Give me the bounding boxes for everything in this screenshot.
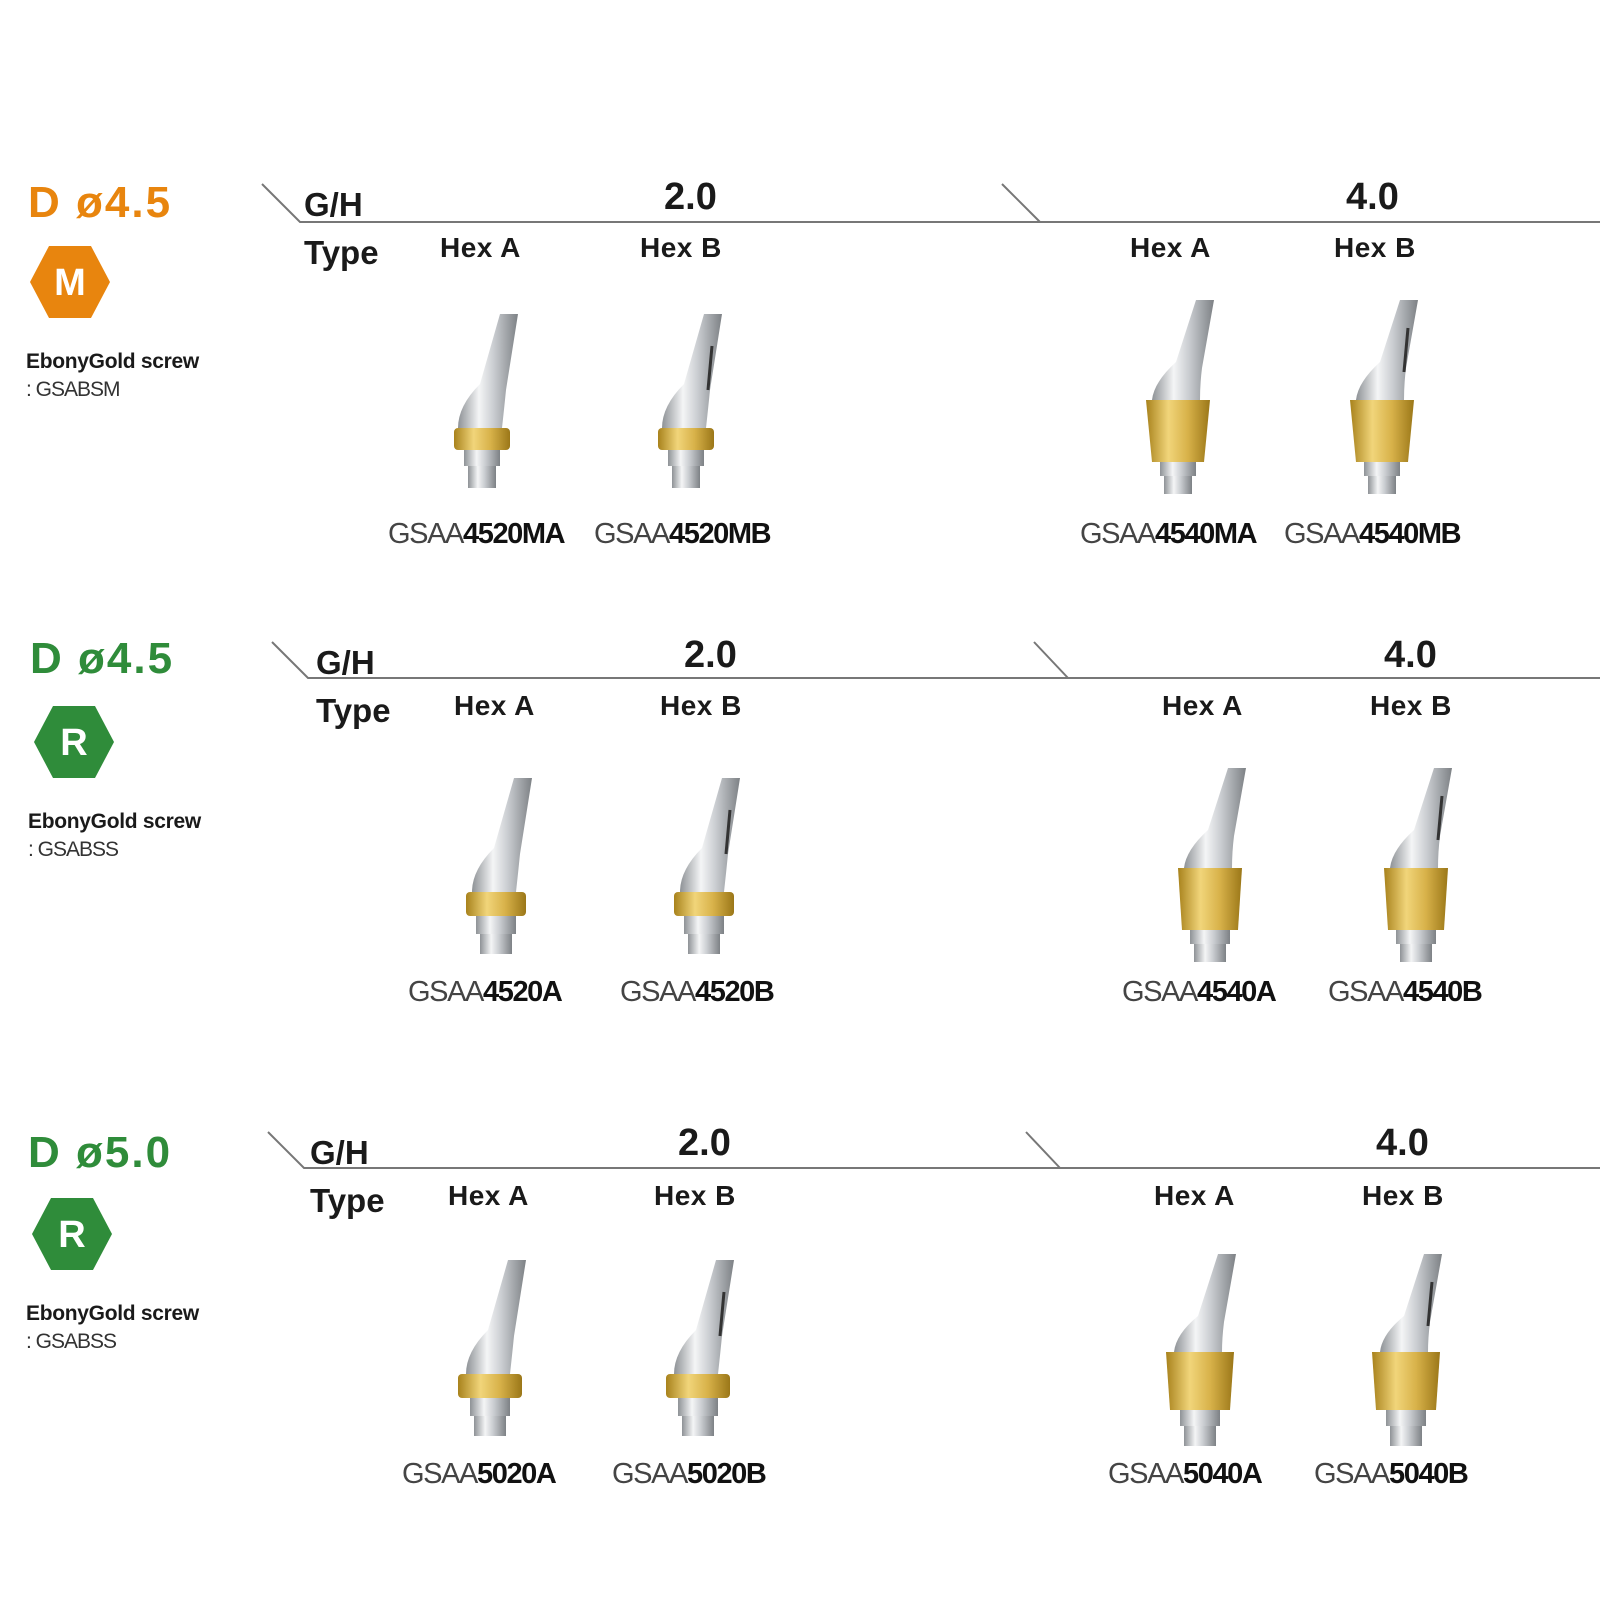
height-2-0: 2.0 [664,176,717,218]
header-lines [271,641,1600,679]
screw-code: : GSABSS [26,1330,117,1353]
screw-title: EbonyGold screw [28,810,201,833]
badge-letter: R [60,722,87,764]
part-code: GSAA5040A [1108,1458,1263,1490]
part-code: GSAA4540A [1122,976,1277,1008]
hex-a-label: Hex A [440,232,521,263]
part-code: GSAA4520A [408,976,563,1008]
hex-a-label: Hex A [1130,232,1211,263]
part-code: GSAA4540MB [1284,518,1462,550]
height-4-0: 4.0 [1346,176,1399,218]
diameter-label: D ø4.5 [30,634,175,683]
height-2-0: 2.0 [678,1122,731,1164]
abutment-image [1328,298,1438,498]
type-label: Type [310,1182,385,1219]
badge-letter: M [54,262,86,304]
header-lines [261,183,1600,223]
diameter-label: D ø4.5 [28,178,173,227]
part-code: GSAA5040B [1314,1458,1469,1490]
abutment-image [436,1256,546,1456]
part-code: GSAA4540MA [1080,518,1258,550]
abutment-image [1124,298,1234,498]
screw-code: : GSABSM [26,378,121,401]
hex-a-label: Hex A [454,690,535,721]
hex-b-label: Hex B [654,1180,736,1211]
gh-label: G/H [304,186,363,223]
r-badge-icon: R [32,704,116,780]
type-label: Type [316,692,391,729]
hex-b-label: Hex B [660,690,742,721]
abutment-image [1156,766,1266,966]
abutment-image [442,774,552,974]
type-label: Type [304,234,379,271]
abutment-image [1146,1252,1256,1452]
abutment-image [1352,1252,1462,1452]
gh-label: G/H [316,644,375,681]
section-3: D ø5.0 R EbonyGold screw : GSABSS G/H 2.… [0,1122,1600,1598]
screw-code: : GSABSS [28,838,119,861]
part-code: GSAA4520MB [594,518,772,550]
abutment-image [644,1256,754,1456]
hex-b-label: Hex B [1370,690,1452,721]
abutment-image [632,310,742,510]
abutment-image [1362,766,1472,966]
height-4-0: 4.0 [1376,1122,1429,1164]
badge-letter: R [58,1214,85,1256]
m-badge-icon: M [28,244,112,320]
hex-a-label: Hex A [448,1180,529,1211]
section-1: D ø4.5 M EbonyGold screw : GSABSM G/H 2.… [0,176,1600,648]
hex-b-label: Hex B [640,232,722,263]
part-code: GSAA4540B [1328,976,1483,1008]
header-lines [267,1131,1600,1169]
height-2-0: 2.0 [684,634,737,676]
part-code: GSAA5020A [402,1458,557,1490]
hex-b-label: Hex B [1334,232,1416,263]
part-code: GSAA4520B [620,976,775,1008]
abutment-image [428,310,538,510]
part-code: GSAA4520MA [388,518,566,550]
gh-label: G/H [310,1134,369,1171]
hex-b-label: Hex B [1362,1180,1444,1211]
r-badge-icon: R [30,1196,114,1272]
height-4-0: 4.0 [1384,634,1437,676]
screw-title: EbonyGold screw [26,1302,199,1325]
hex-a-label: Hex A [1162,690,1243,721]
part-code: GSAA5020B [612,1458,767,1490]
screw-title: EbonyGold screw [26,350,199,373]
section-2: D ø4.5 R EbonyGold screw : GSABSS G/H 2.… [0,634,1600,1104]
hex-a-label: Hex A [1154,1180,1235,1211]
abutment-image [650,774,760,974]
diameter-label: D ø5.0 [28,1128,173,1177]
